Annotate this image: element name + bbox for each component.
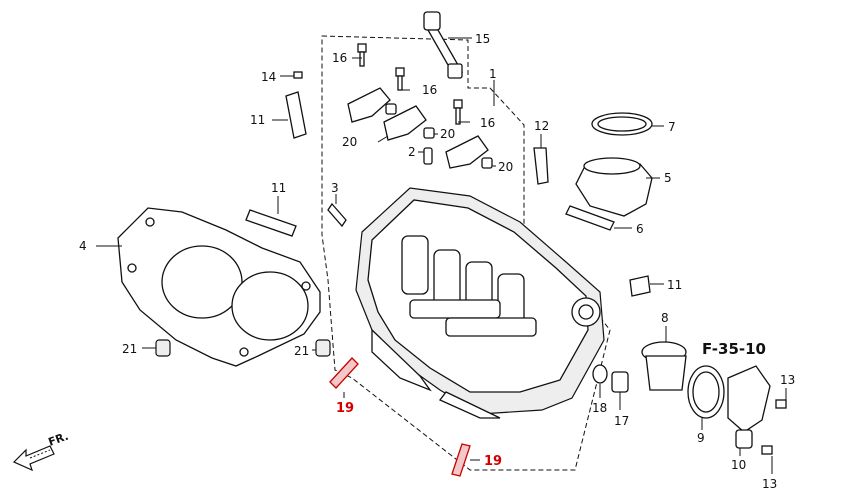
callout-11-middle: 11 (271, 181, 286, 195)
bolt-14 (293, 71, 303, 79)
callout-19-upper: 19 (336, 401, 354, 416)
front-direction-label: FR. (47, 430, 71, 449)
gasket-6 (565, 205, 615, 231)
callout-19-lower: 19 (484, 454, 502, 469)
callout-12: 12 (534, 119, 549, 133)
cylinder-head (355, 187, 605, 419)
bolt-16a (357, 43, 367, 67)
o-ring-inner (692, 371, 720, 413)
callout-7: 7 (668, 120, 676, 134)
assembly-outline (321, 35, 611, 471)
callout-11-upper: 11 (250, 113, 265, 127)
callout-6: 6 (636, 222, 644, 236)
hose-clamp-inner (597, 116, 647, 132)
head-bolt (423, 11, 464, 79)
bolt-13a (775, 399, 787, 409)
callout-16c: 16 (480, 116, 495, 130)
stud-bolt-19-upper (329, 357, 359, 389)
bolt-16c (453, 99, 463, 125)
rocker-holder-a (347, 87, 391, 123)
callout-17: 17 (614, 414, 629, 428)
pin-20c (481, 157, 493, 169)
dowel-pin-left (155, 339, 171, 357)
pin-3 (327, 202, 347, 228)
callout-13-upper: 13 (780, 373, 795, 387)
callout-15: 15 (475, 32, 490, 46)
callout-14: 14 (261, 70, 276, 84)
reference-label: F-35-10 (702, 340, 766, 358)
cap-17 (611, 371, 629, 393)
callout-16b: 16 (422, 83, 437, 97)
callout-20a: 20 (342, 135, 357, 149)
callout-9: 9 (697, 431, 705, 445)
spark-plug-upper (285, 91, 307, 139)
thermostat-housing (727, 365, 771, 449)
bolt-13b (761, 445, 773, 455)
callout-3: 3 (331, 181, 339, 195)
callout-21a: 21 (122, 342, 137, 356)
leader-lines (96, 37, 787, 474)
callout-20b: 20 (440, 127, 455, 141)
callout-4: 4 (79, 239, 87, 253)
front-direction-arrow (12, 445, 55, 472)
pin-20b (423, 127, 435, 139)
callout-21b: 21 (294, 344, 309, 358)
pin-2 (423, 147, 433, 165)
rocker-holder-b (383, 105, 427, 141)
callout-20c: 20 (498, 160, 513, 174)
sensor-12 (533, 147, 549, 185)
callout-18: 18 (592, 401, 607, 415)
callout-5: 5 (664, 171, 672, 185)
insulator (575, 157, 653, 217)
callout-10: 10 (731, 458, 746, 472)
dowel-pin-right (315, 339, 331, 357)
callout-16a: 16 (332, 51, 347, 65)
stud-bolt-19-lower (451, 443, 471, 477)
head-gasket (117, 207, 321, 367)
callout-8: 8 (661, 311, 669, 325)
sensor-11 (629, 275, 651, 297)
callout-2: 2 (408, 145, 416, 159)
pin-20a (385, 103, 397, 115)
bolt-16b (395, 67, 405, 91)
callout-13-lower: 13 (762, 477, 777, 491)
washer-18 (592, 364, 608, 384)
callout-11-right: 11 (667, 278, 682, 292)
callout-1: 1 (489, 67, 497, 81)
spark-plug-lower (245, 209, 297, 237)
rocker-holder-c (445, 135, 489, 169)
thermostat (641, 341, 687, 391)
